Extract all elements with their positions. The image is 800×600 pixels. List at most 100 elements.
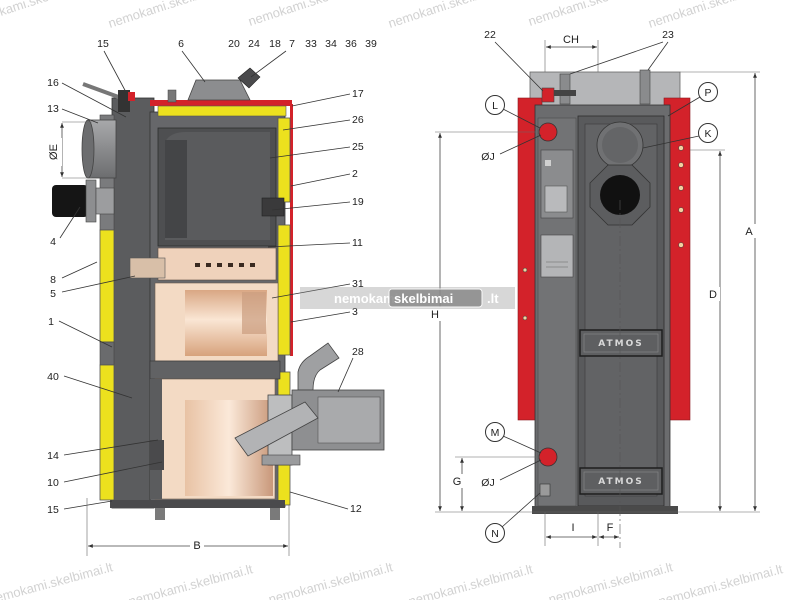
lid-hinge <box>167 89 177 103</box>
pellet-inlet-elbow <box>297 342 340 391</box>
callout-left-15: 15 <box>47 504 59 516</box>
panel-screw <box>678 242 684 248</box>
panel-screw <box>522 267 528 273</box>
label-bg <box>706 287 720 301</box>
leader-line <box>499 134 542 155</box>
callout-circle <box>698 123 718 143</box>
refractory-shadow <box>242 292 266 334</box>
dimension-label-F: F <box>607 522 614 534</box>
callout-top-18: 18 <box>269 38 281 50</box>
return-connection <box>538 447 558 467</box>
lever-knob <box>128 92 135 101</box>
dimension-label-H: H <box>431 309 439 321</box>
panel-screw <box>678 207 684 213</box>
callout-circle <box>485 523 505 543</box>
lid-latch <box>237 67 261 89</box>
pipe-connection <box>559 73 571 105</box>
controller-unit <box>540 234 574 278</box>
callout-right-2: 2 <box>352 168 358 180</box>
burner-bracket <box>261 454 301 466</box>
insulation-left-lower <box>99 364 115 501</box>
leader-line <box>494 41 544 92</box>
outlet-connection <box>538 122 558 142</box>
callout-23: 23 <box>662 29 674 41</box>
callout-left-10: 10 <box>47 477 59 489</box>
dimension-label-D: D <box>709 289 717 301</box>
rear-base <box>532 506 678 514</box>
callout-right-25: 25 <box>352 141 364 153</box>
callout-top-36: 36 <box>345 38 357 50</box>
leader-line <box>282 119 351 131</box>
callout-M: M <box>491 427 500 439</box>
label-bg <box>190 538 204 552</box>
leader-line <box>271 283 351 299</box>
brand-plate-text: ATMOS <box>598 339 644 349</box>
fuel-chamber-shadow <box>165 140 187 238</box>
chamber-divider <box>149 360 281 380</box>
leader-line <box>337 357 354 393</box>
lever-handle <box>82 82 125 101</box>
fan-flange <box>85 179 97 223</box>
watermark-suffix: .lt <box>487 291 499 306</box>
panel-screw <box>522 315 528 321</box>
section-view-dimensions: ØE B <box>48 121 290 556</box>
leader-line <box>289 491 349 510</box>
leader-line <box>291 93 351 107</box>
leader-line <box>59 206 81 239</box>
label-bg <box>428 307 442 321</box>
dimension-label-width: B <box>193 540 200 552</box>
dimension-label-flue: ØE <box>48 144 60 160</box>
leader-line <box>181 50 206 83</box>
casing-gap <box>99 341 115 366</box>
ash-door <box>150 440 164 470</box>
callout-right-31: 31 <box>352 278 364 290</box>
callout-left-14: 14 <box>47 450 59 462</box>
leader-line <box>647 41 669 71</box>
safety-valve <box>541 87 555 103</box>
control-knob <box>545 160 551 166</box>
callout-top-20: 20 <box>228 38 240 50</box>
leader-line <box>63 461 163 483</box>
fan-housing <box>95 187 115 215</box>
dimension-label-A: A <box>745 226 753 238</box>
leader-line <box>61 261 98 279</box>
leader-line <box>502 108 541 129</box>
leader-line <box>63 375 133 399</box>
callout-circle <box>485 95 505 115</box>
leader-line <box>58 320 113 348</box>
brand-plate-border <box>583 471 659 491</box>
panel-screw <box>678 162 684 168</box>
leader-line <box>501 492 541 528</box>
callout-top-24: 24 <box>248 38 260 50</box>
dimension-label-J-top: ØJ <box>481 151 494 163</box>
callout-left-5: 5 <box>50 288 56 300</box>
brand-plate-upper <box>579 329 663 357</box>
leg <box>155 508 165 520</box>
rear-wall <box>111 97 155 509</box>
insulation-right-1 <box>277 117 291 203</box>
callout-left-4: 4 <box>50 236 56 248</box>
panel-screw <box>678 145 684 151</box>
callout-right-12: 12 <box>350 503 362 515</box>
burner-cover <box>317 396 381 444</box>
leader-line <box>61 82 127 118</box>
callout-top-39: 39 <box>365 38 377 50</box>
leader-line <box>63 439 159 456</box>
callout-circle <box>485 422 505 442</box>
callout-right-19: 19 <box>352 196 364 208</box>
callout-top-33: 33 <box>305 38 317 50</box>
top-lid <box>187 79 251 101</box>
watermark-word2: skelbimai <box>394 291 453 306</box>
leader-line <box>267 242 351 248</box>
callout-P: P <box>704 87 711 99</box>
top-cover <box>529 71 681 108</box>
callout-left-40: 40 <box>47 371 59 383</box>
rear-view: ATMOS ATMOS <box>517 69 691 514</box>
callout-top-34: 34 <box>325 38 337 50</box>
fuel-chamber-interior <box>165 132 270 240</box>
brand-plate-text: ATMOS <box>598 477 644 487</box>
callout-right-3: 3 <box>352 306 358 318</box>
lever-mount <box>118 90 130 112</box>
nozzle-holes <box>195 263 255 267</box>
